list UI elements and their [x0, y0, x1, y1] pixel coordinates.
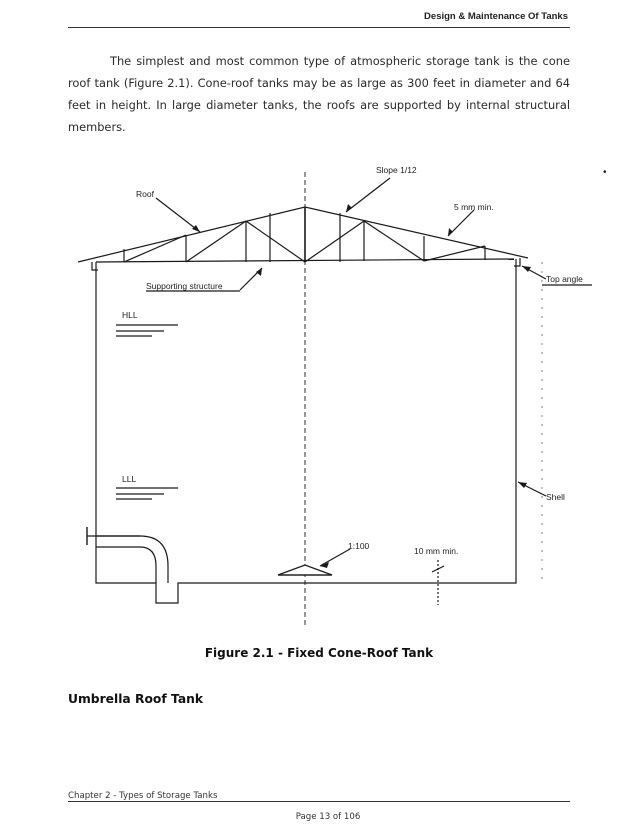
leader-slope: [345, 177, 391, 213]
leader-ratio: [319, 548, 351, 567]
roof-outline: [77, 206, 529, 263]
label-10mm-min: 10 mm min.: [414, 546, 458, 556]
label-top-angle: Top angle: [546, 274, 583, 284]
label-ratio: 1:100: [348, 541, 370, 551]
footer-divider: [68, 801, 570, 802]
label-roof: Roof: [136, 189, 155, 199]
label-slope: Slope 1/12: [376, 165, 417, 175]
header-divider: [68, 27, 570, 28]
body-paragraph: The simplest and most common type of atm…: [68, 54, 570, 134]
inlet-pipe: [96, 535, 169, 583]
label-shell: Shell: [546, 492, 565, 502]
page-header-title: Design & Maintenance Of Tanks: [424, 11, 568, 22]
tank-shell: [95, 259, 517, 604]
label-lll: LLL: [122, 474, 136, 484]
footer-chapter: Chapter 2 - Types of Storage Tanks: [68, 791, 218, 801]
footer-page-number: Page 13 of 106: [295, 812, 361, 822]
label-5mm-min: 5 mm min.: [454, 202, 494, 212]
leader-roof: [155, 197, 201, 233]
figure-caption: Figure 2.1 - Fixed Cone-Roof Tank: [204, 646, 434, 660]
section-heading: Umbrella Roof Tank: [68, 692, 204, 706]
label-hll: HLL: [122, 310, 138, 320]
label-supporting-structure: Supporting structure: [146, 281, 223, 291]
stray-dot: •: [603, 167, 607, 178]
